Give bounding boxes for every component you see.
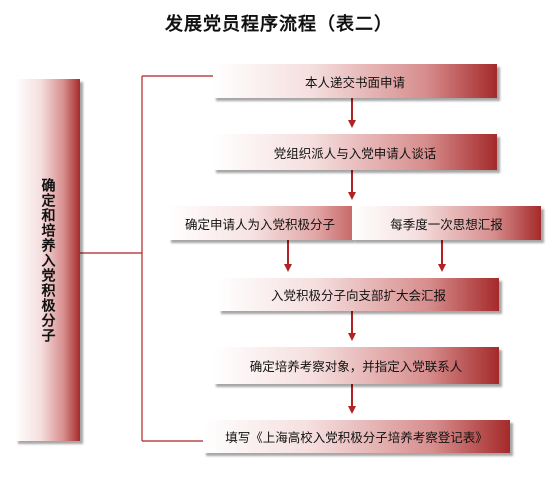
step-assign-contact: 确定培养考察对象，并指定入党联系人 bbox=[213, 347, 499, 384]
flow-arrows bbox=[284, 98, 446, 414]
bracket-connector bbox=[80, 75, 213, 442]
step-report-to-branch: 入党积极分子向支部扩大会汇报 bbox=[218, 278, 499, 311]
step-quarterly-report: 每季度一次思想汇报 bbox=[352, 206, 541, 240]
step-submit-application: 本人递交书面申请 bbox=[213, 64, 497, 98]
side-label-box: 确定和培养入党积极分子 bbox=[15, 79, 80, 441]
step-determine-activist: 确定申请人为入党积极分子 bbox=[168, 206, 352, 240]
step-fill-form: 填写《上海高校入党积极分子培养考察登记表》 bbox=[203, 420, 510, 453]
diagram-title: 发展党员程序流程（表二） bbox=[165, 14, 393, 35]
step-party-talk: 党组织派人与入党申请人谈话 bbox=[213, 134, 497, 170]
side-label-text: 确定和培养入党积极分子 bbox=[39, 177, 56, 343]
